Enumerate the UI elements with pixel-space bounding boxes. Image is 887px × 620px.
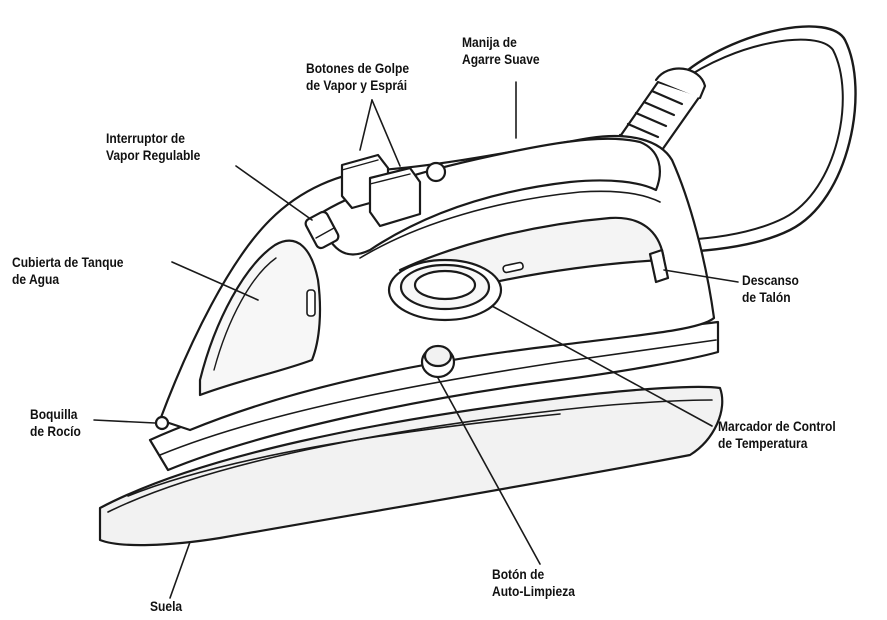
indicator-light: [502, 261, 524, 274]
label-tank-cover-line2: de Agua: [12, 271, 60, 287]
label-temp-dial-line1: Marcador de Control: [718, 418, 836, 434]
label-heel-rest-line1: Descanso: [742, 272, 799, 288]
label-self-clean-line2: Auto-Limpieza: [492, 583, 575, 599]
leader-steam-switch: [235, 165, 313, 221]
label-tank-cover-line1: Cubierta de Tanque: [12, 254, 124, 270]
label-temp-dial: Marcador de Control de Temperatura: [718, 418, 836, 452]
side-indicator: [306, 289, 316, 317]
skirt-line: [159, 339, 717, 456]
label-temp-dial-line2: de Temperatura: [718, 435, 808, 451]
label-heel-rest: Descanso de Talón: [742, 272, 799, 306]
self-clean-button: [420, 344, 456, 379]
label-steam-buttons-line1: Botones de Golpe: [306, 60, 410, 76]
leader-nozzle: [93, 419, 156, 424]
leader-steam-buttons-a: [359, 99, 373, 151]
leader-tank-cover: [171, 261, 259, 301]
temperature-dial: [387, 258, 503, 322]
label-handle: Manija de Agarre Suave: [462, 34, 540, 68]
water-tank-cover: [198, 239, 322, 397]
label-handle-line2: Agarre Suave: [462, 51, 540, 67]
label-steam-buttons-line2: de Vapor y Esprái: [306, 77, 408, 93]
heel-rest: [648, 248, 670, 284]
leader-steam-buttons-b: [371, 99, 401, 167]
soleplate-lower-band: [127, 413, 561, 497]
label-handle-line1: Manija de: [462, 34, 517, 50]
power-cord: [682, 25, 857, 254]
label-nozzle-line1: Boquilla: [30, 406, 78, 422]
label-steam-switch-line1: Interruptor de: [106, 130, 185, 146]
soleplate: [98, 385, 724, 547]
spray-nozzle: [154, 415, 170, 431]
label-steam-buttons: Botones de Golpe de Vapor y Esprái: [306, 60, 409, 94]
leader-self-clean: [437, 377, 541, 565]
label-tank-cover: Cubierta de Tanque de Agua: [12, 254, 124, 288]
steam-spray-buttons: [340, 153, 422, 228]
leader-soleplate: [169, 541, 191, 599]
handle-grip-line: [359, 190, 661, 259]
handle: [316, 137, 661, 256]
spray-button-small: [425, 161, 447, 183]
label-steam-switch: Interruptor de Vapor Regulable: [106, 130, 200, 164]
label-soleplate: Suela: [150, 598, 182, 615]
leader-temp-dial: [491, 305, 713, 427]
leader-heel-rest: [663, 269, 739, 283]
label-soleplate-line1: Suela: [150, 598, 183, 614]
label-nozzle: Boquilla de Rocío: [30, 406, 81, 440]
power-cord-inner: [679, 38, 844, 241]
label-steam-switch-line2: Vapor Regulable: [106, 147, 201, 163]
label-self-clean-line1: Botón de: [492, 566, 545, 582]
label-heel-rest-line2: de Talón: [742, 289, 791, 305]
label-self-clean: Botón de Auto-Limpieza: [492, 566, 575, 600]
steam-switch: [304, 210, 340, 250]
label-nozzle-line2: de Rocío: [30, 423, 81, 439]
